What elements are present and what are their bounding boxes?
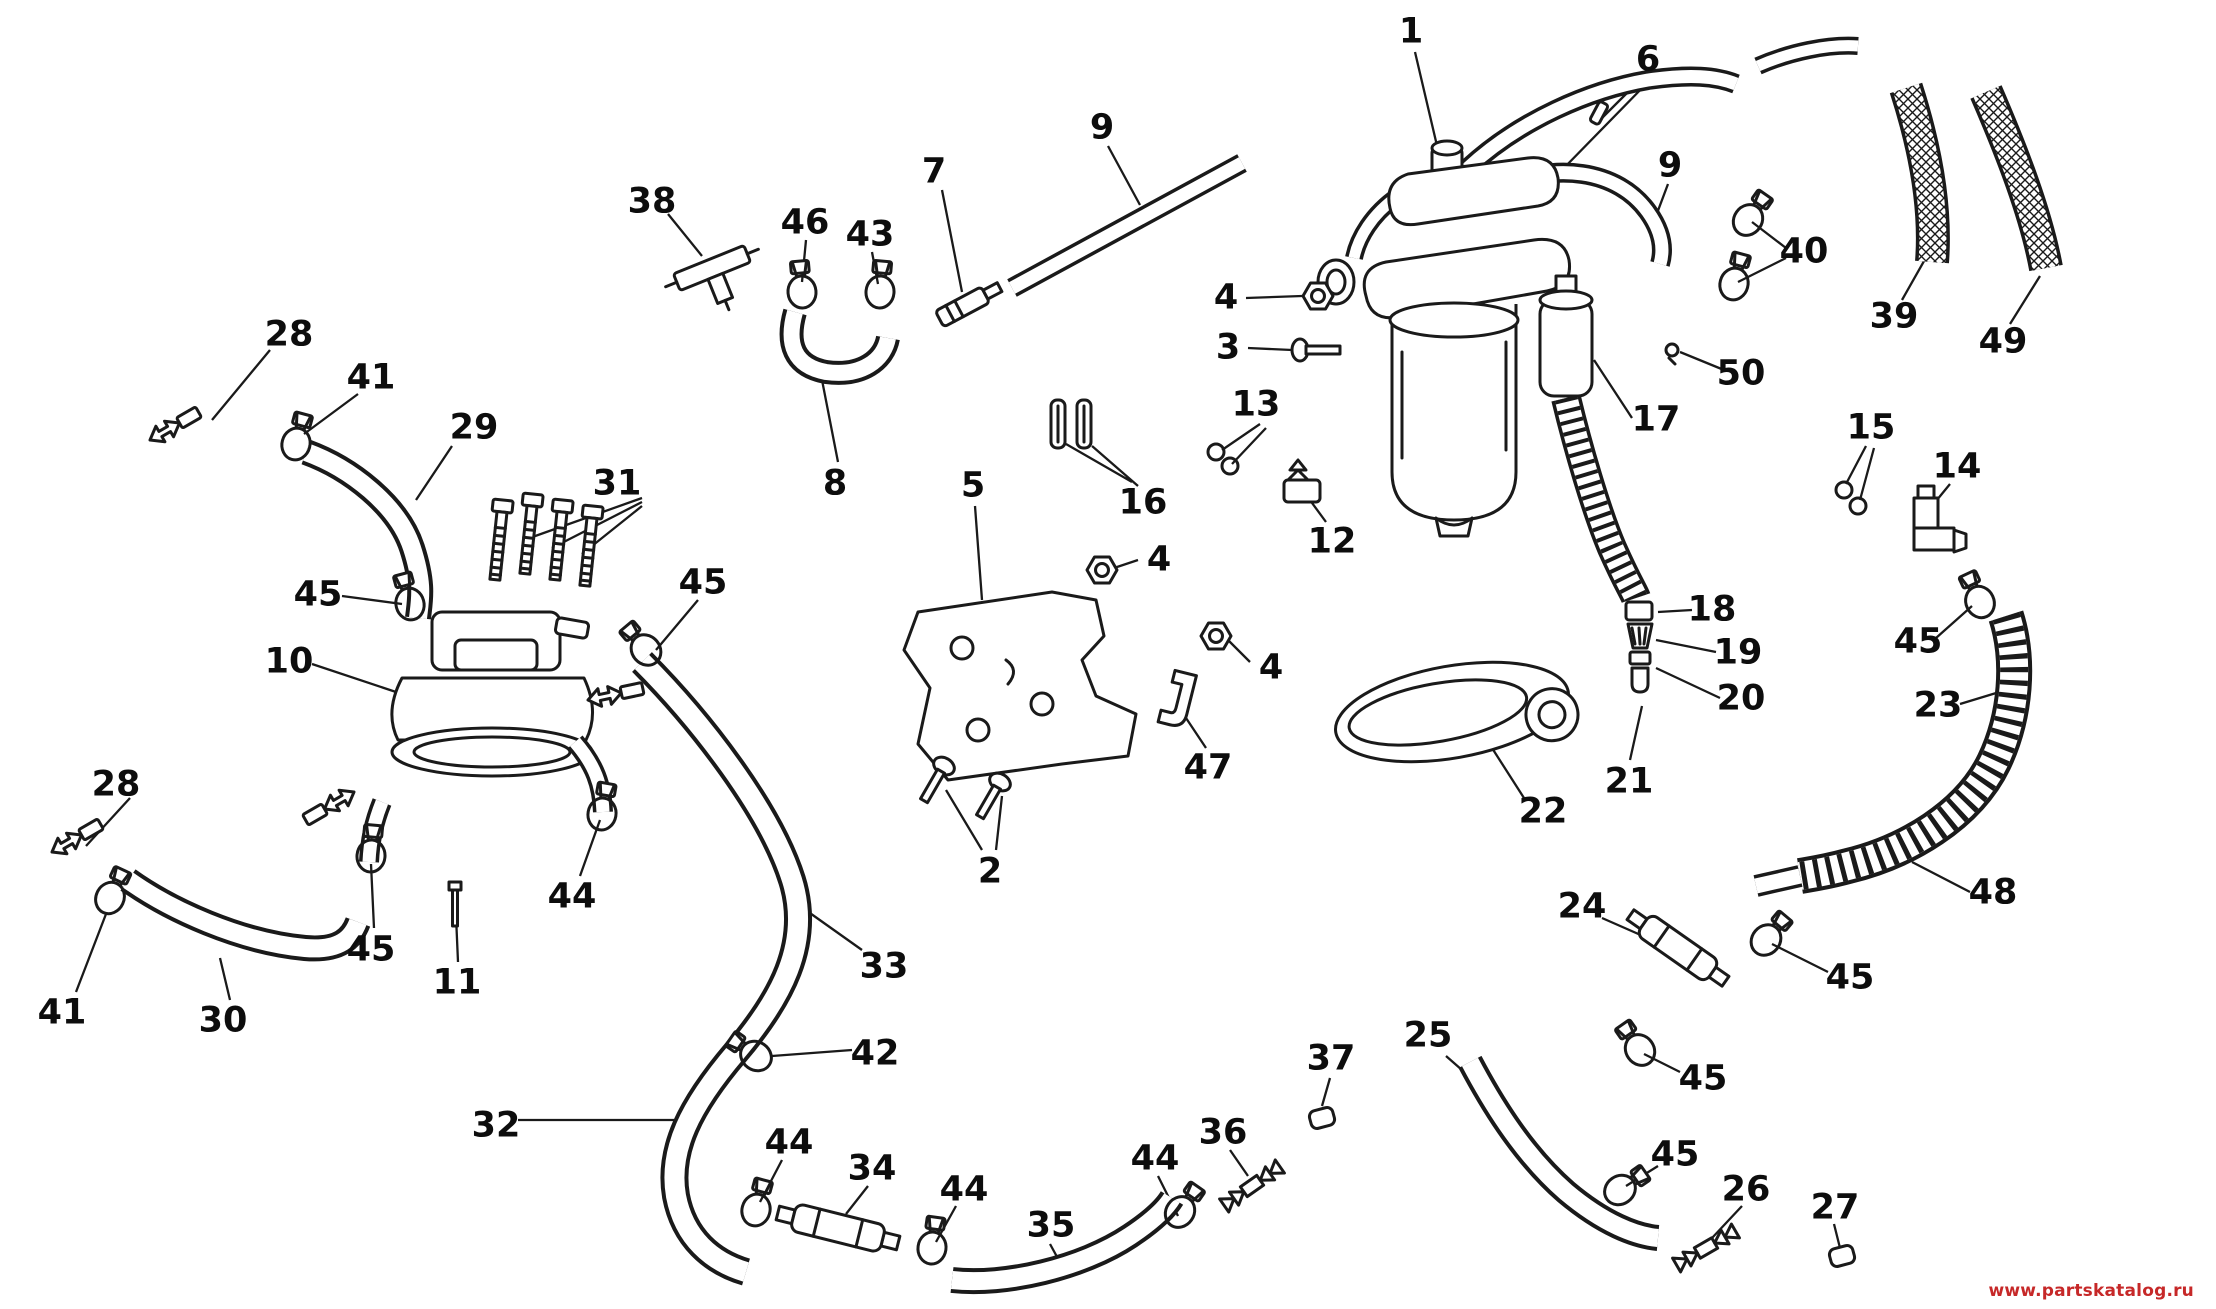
part-number-45: 45: [678, 562, 728, 603]
part-number-45: 45: [1893, 621, 1943, 662]
hose-8: [779, 308, 900, 385]
hose-30: [120, 869, 371, 962]
part-number-36: 36: [1198, 1112, 1248, 1153]
part-number-46: 46: [780, 202, 830, 243]
hose-25: [1458, 1055, 1660, 1251]
part-number-29: 29: [449, 407, 499, 448]
part-number-50: 50: [1716, 353, 1766, 394]
part-number-45: 45: [1678, 1058, 1728, 1099]
part-number-7: 7: [921, 151, 947, 192]
rivet-50: [1664, 342, 1680, 366]
tee-fitting-38: [664, 244, 760, 312]
part-number-47: 47: [1183, 747, 1233, 788]
part-number-42: 42: [850, 1033, 900, 1074]
part-number-45: 45: [293, 574, 343, 615]
part-number-4: 4: [1213, 277, 1239, 318]
part-number-44: 44: [939, 1169, 989, 1210]
separator-17: [1538, 274, 1594, 398]
part-number-5: 5: [960, 465, 986, 506]
part-number-44: 44: [547, 876, 597, 917]
part-number-48: 48: [1968, 872, 2018, 913]
part-number-39: 39: [1869, 296, 1919, 337]
part-number-16: 16: [1118, 482, 1168, 523]
connector-7: [935, 281, 1004, 328]
part-number-3: 3: [1215, 327, 1241, 368]
part-number-28: 28: [264, 314, 314, 355]
part-number-2: 2: [977, 851, 1003, 892]
watermark: www.partskatalog.ru: [1988, 1281, 2194, 1301]
part-number-45: 45: [1650, 1134, 1700, 1175]
part-number-12: 12: [1307, 521, 1357, 562]
part-number-18: 18: [1687, 589, 1737, 630]
part-number-40: 40: [1779, 231, 1829, 272]
gasket-22: [1334, 660, 1580, 764]
screw-11: [447, 880, 463, 928]
part-number-6: 6: [1635, 39, 1661, 80]
hose-6: [1461, 36, 1859, 176]
part-number-17: 17: [1631, 399, 1681, 440]
fuel-filter-assembly: [1316, 100, 1610, 538]
part-number-9: 9: [1657, 145, 1683, 186]
clips-16: [1049, 398, 1093, 450]
leader-lines: [74, 51, 2041, 1267]
part-number-22: 22: [1518, 791, 1568, 832]
elbow-fitting-12: [1282, 458, 1322, 504]
part-number-43: 43: [845, 214, 895, 255]
part-number-19: 19: [1713, 632, 1763, 673]
corrugated-hose-48: [1753, 610, 2033, 897]
part-number-15: 15: [1846, 407, 1896, 448]
part-number-27: 27: [1810, 1187, 1860, 1228]
inline-filter-24: [1625, 908, 1731, 988]
part-number-34: 34: [847, 1148, 897, 1189]
part-number-45: 45: [346, 929, 396, 970]
part-number-8: 8: [822, 463, 848, 504]
part-number-30: 30: [198, 1000, 248, 1041]
part-number-10: 10: [264, 641, 314, 682]
part-number-41: 41: [346, 357, 396, 398]
part-number-4: 4: [1258, 647, 1284, 688]
part-number-25: 25: [1403, 1015, 1453, 1056]
part-number-37: 37: [1306, 1038, 1356, 1079]
fuel-line-9: [1007, 154, 1247, 297]
hose-35: [950, 1190, 1184, 1295]
fuel-pump-assembly: [299, 491, 647, 928]
part-number-45: 45: [1825, 957, 1875, 998]
hose-29: [301, 439, 434, 620]
part-number-4: 4: [1146, 539, 1172, 580]
part-number-31: 31: [592, 463, 642, 504]
part-number-38: 38: [627, 181, 677, 222]
part-number-11: 11: [432, 962, 482, 1003]
inline-filter-34: [774, 1203, 902, 1253]
part-number-44: 44: [1130, 1138, 1180, 1179]
elbow-fitting-14: [1912, 484, 1968, 554]
part-number-32: 32: [471, 1105, 521, 1146]
part-number-28: 28: [91, 764, 141, 805]
part-number-20: 20: [1716, 678, 1766, 719]
part-number-9: 9: [1089, 107, 1115, 148]
part-number-21: 21: [1604, 761, 1654, 802]
corrugated-hose-17: [1551, 394, 1651, 604]
part-number-23: 23: [1913, 685, 1963, 726]
screen-stack-18-21: [1624, 600, 1654, 694]
part-number-1: 1: [1398, 11, 1424, 52]
part-number-41: 41: [37, 992, 87, 1033]
braided-hose-39: [1889, 82, 1950, 264]
part-number-26: 26: [1721, 1169, 1771, 1210]
mounting-bracket-5: [902, 590, 1138, 782]
braided-hose-49: [1970, 85, 2063, 272]
part-number-33: 33: [859, 946, 909, 987]
part-number-35: 35: [1026, 1205, 1076, 1246]
hose-32-33: [632, 652, 813, 1286]
clip-47: [1156, 668, 1198, 727]
part-number-13: 13: [1231, 384, 1281, 425]
part-number-24: 24: [1557, 886, 1607, 927]
part-number-49: 49: [1978, 321, 2028, 362]
part-number-14: 14: [1932, 446, 1982, 487]
part-number-44: 44: [764, 1122, 814, 1163]
